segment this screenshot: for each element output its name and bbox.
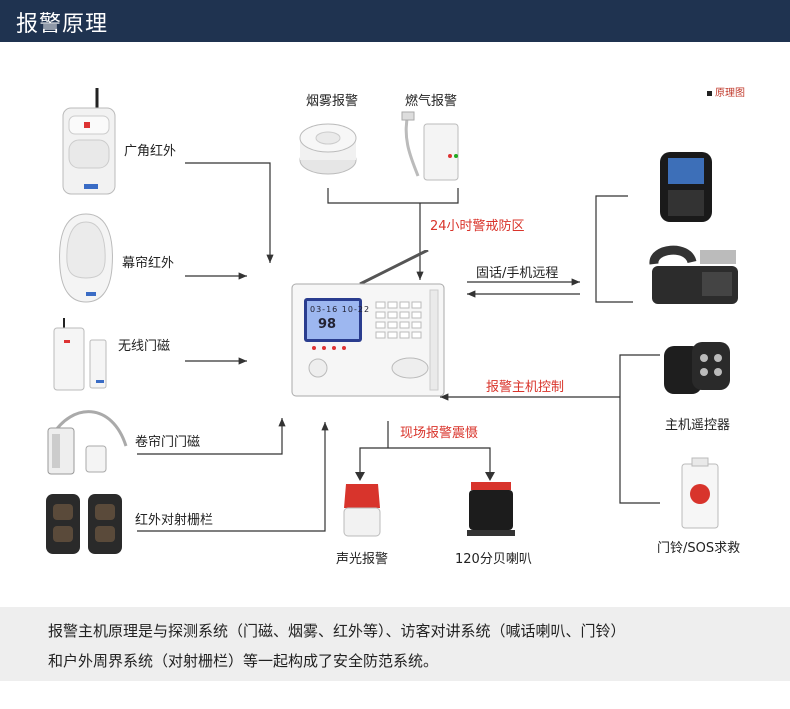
strobe-arrowhead <box>355 472 365 481</box>
beam-line <box>137 422 329 532</box>
phone-bracket <box>595 195 633 303</box>
legend-label: 原理图 <box>715 88 745 99</box>
smoke-detector-image <box>296 112 360 182</box>
detector-bracket <box>327 188 459 204</box>
description-line-1: 报警主机原理是与探测系统（门磁、烟雾、红外等）、访客对讲系统（喊话喇叭、门铃） <box>48 622 626 640</box>
remote-control-label: 报警主机控制 <box>486 380 565 395</box>
remote-label: 主机遥控器 <box>665 418 731 433</box>
onsite-label: 现场报警震慑 <box>400 426 479 441</box>
strobe-label: 声光报警 <box>336 552 389 567</box>
onsite-bracket <box>359 447 491 476</box>
legend-marker <box>707 90 712 96</box>
wide-ir-detector-image <box>60 86 120 196</box>
mobile-phone-image <box>654 148 718 224</box>
description-panel: 报警主机原理是与探测系统（门磁、烟雾、红外等）、访客对讲系统（喊话喇叭、门铃） … <box>0 607 790 681</box>
horn-label: 120分贝喇叭 <box>455 552 532 567</box>
remote-bracket <box>619 354 660 504</box>
wide-ir-label: 广角红外 <box>124 144 177 159</box>
lcd-time: 03-16 10-22 <box>310 305 371 314</box>
gas-detector-image <box>398 110 462 182</box>
smoke-label: 烟雾报警 <box>306 94 359 109</box>
remote-control-image <box>662 340 734 398</box>
gas-label: 燃气报警 <box>405 94 458 109</box>
phone-label: 固话/手机远程 <box>476 266 559 281</box>
wide-ir-line <box>185 162 274 263</box>
wireless-door-sensor-image <box>48 316 110 392</box>
connector-lines <box>137 162 660 532</box>
curtain-ir-label: 幕帘红外 <box>122 256 175 271</box>
horn-arrowhead <box>485 472 495 481</box>
rolling-door-line <box>137 418 286 455</box>
page-header: 报警原理 <box>0 0 790 42</box>
sos-label: 门铃/SOS求救 <box>657 541 741 556</box>
horn-speaker-image <box>465 478 517 538</box>
strobe-siren-image <box>340 478 384 538</box>
lcd-number: 98 <box>318 317 337 332</box>
rolling-door-sensor-image <box>42 406 128 478</box>
curtain-ir-detector-image <box>58 212 114 304</box>
description-line-2: 和户外周界系统（对射栅栏）等一起构成了安全防范系统。 <box>48 652 439 670</box>
page-title: 报警原理 <box>16 12 109 37</box>
wireless-door-label: 无线门磁 <box>118 339 171 354</box>
beam-label: 红外对射栅栏 <box>135 513 214 528</box>
landline-phone-image <box>648 242 740 308</box>
alarm-host-panel <box>290 248 450 400</box>
zone-label: 24小时警戒防区 <box>430 219 525 234</box>
rolling-door-label: 卷帘门门磁 <box>135 435 201 450</box>
legend: 原理图 <box>707 84 745 99</box>
beam-detector-image <box>44 492 124 556</box>
sos-button-image <box>678 456 722 530</box>
